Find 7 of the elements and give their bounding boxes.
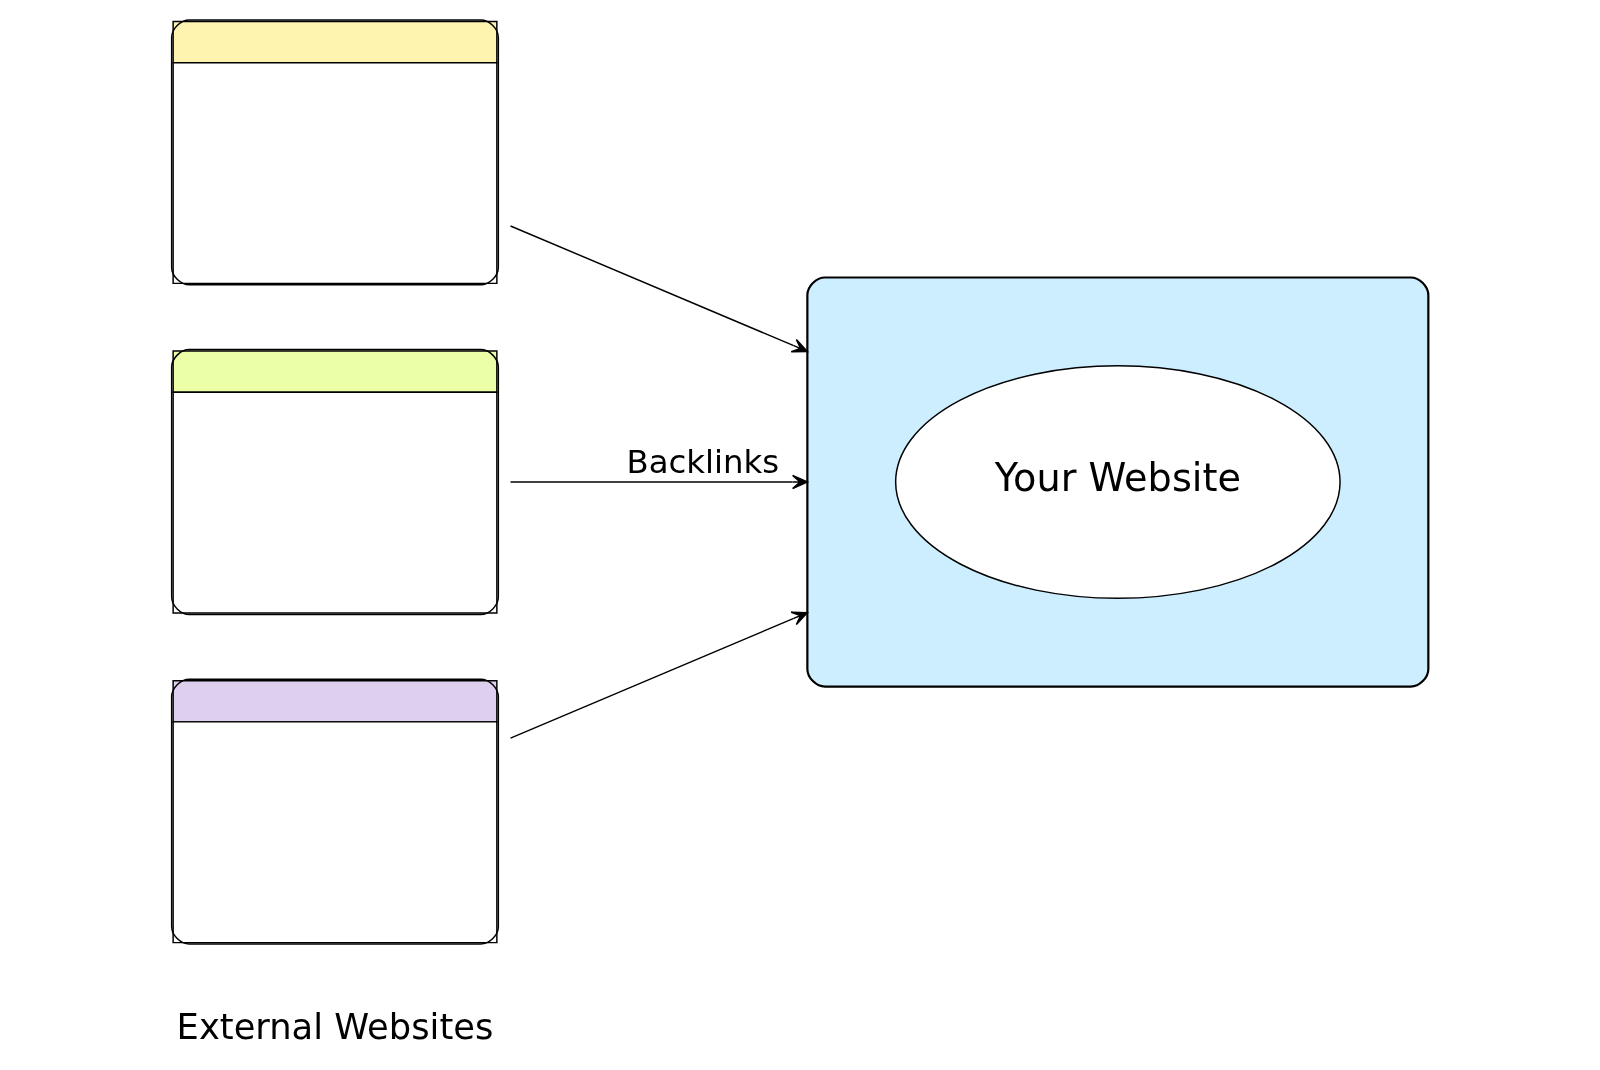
node-ellipse: Your Website <box>894 365 1341 599</box>
arrow <box>509 225 809 353</box>
arrow <box>509 474 809 490</box>
label: External Websites <box>176 1005 494 1047</box>
arrow <box>509 611 809 739</box>
edge-label: Backlinks <box>626 442 780 481</box>
cluster <box>806 276 1430 688</box>
